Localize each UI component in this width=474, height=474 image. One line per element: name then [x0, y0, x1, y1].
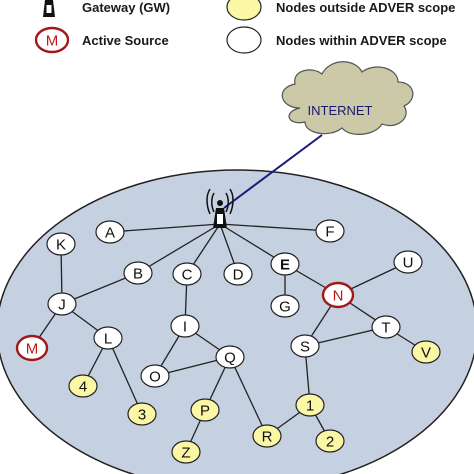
node-1: 1 — [295, 393, 325, 417]
node-g: G — [270, 294, 300, 318]
gateway-antenna-icon — [206, 188, 234, 228]
node-z: Z — [171, 440, 201, 464]
svg-text:C: C — [182, 267, 193, 284]
svg-text:B: B — [133, 266, 143, 283]
svg-text:N: N — [333, 288, 344, 305]
node-q: Q — [215, 345, 245, 369]
svg-text:A: A — [105, 225, 115, 242]
svg-text:K: K — [56, 237, 66, 254]
node-k: K — [46, 232, 76, 256]
edge-l-3 — [107, 337, 143, 415]
svg-text:3: 3 — [138, 407, 146, 424]
legend-outside-scope-swatch — [226, 0, 262, 21]
node-n-active-source: N — [321, 281, 355, 309]
svg-text:F: F — [325, 224, 334, 241]
node-2: 2 — [315, 429, 345, 453]
node-j: J — [47, 292, 77, 316]
svg-text:R: R — [262, 429, 273, 446]
node-o: O — [140, 364, 170, 388]
svg-text:M: M — [46, 33, 59, 50]
legend-gateway-label: Gateway (GW) — [82, 0, 170, 15]
node-c: C — [172, 262, 202, 286]
legend-active-source-label: Active Source — [82, 33, 169, 48]
svg-text:P: P — [200, 403, 210, 420]
legend-outside-scope-label: Nodes outside ADVER scope — [276, 0, 455, 15]
edge-q-r — [229, 356, 268, 437]
node-s: S — [290, 334, 320, 358]
node-i: I — [170, 314, 200, 338]
node-l: L — [93, 326, 123, 350]
svg-text:4: 4 — [79, 379, 87, 396]
edge-gw-b — [137, 223, 221, 274]
node-t: T — [371, 315, 401, 339]
gateway-internet-link — [223, 134, 323, 209]
legend-gateway-icon — [43, 0, 55, 17]
svg-text:Q: Q — [224, 350, 236, 367]
legend-within-scope-swatch — [226, 26, 262, 54]
node-p: P — [190, 398, 220, 422]
svg-text:S: S — [300, 339, 310, 356]
edge-gw-a — [109, 223, 221, 233]
svg-text:T: T — [381, 320, 390, 337]
node-m-active-source: M — [15, 334, 49, 362]
svg-text:M: M — [26, 341, 39, 358]
svg-text:Z: Z — [181, 445, 190, 462]
legend-within-scope-label: Nodes within ADVER scope — [276, 33, 447, 48]
node-v: V — [411, 340, 441, 364]
svg-text:O: O — [149, 369, 161, 386]
node-a: A — [95, 220, 125, 244]
network-area — [0, 169, 474, 474]
node-e: E — [270, 252, 300, 276]
edge-gw-f — [219, 223, 331, 232]
node-3: 3 — [127, 402, 157, 426]
node-r: R — [252, 424, 282, 448]
node-d: D — [223, 262, 253, 286]
svg-text:V: V — [421, 345, 431, 362]
legend: Gateway (GW) M Active Source Nodes outsi… — [34, 0, 455, 54]
internet-label: INTERNET — [308, 103, 373, 118]
svg-text:I: I — [183, 319, 187, 336]
svg-text:2: 2 — [326, 434, 334, 451]
svg-text:E: E — [280, 257, 290, 274]
svg-text:G: G — [279, 299, 291, 316]
svg-text:L: L — [104, 331, 112, 348]
svg-text:1: 1 — [306, 398, 314, 415]
node-u: U — [393, 250, 423, 274]
node-f: F — [315, 219, 345, 243]
svg-text:D: D — [233, 267, 244, 284]
node-b: B — [123, 261, 153, 285]
internet-cloud: INTERNET — [281, 61, 414, 135]
svg-text:U: U — [403, 255, 414, 272]
legend-active-source-icon: M — [34, 26, 70, 54]
svg-text:J: J — [58, 297, 66, 314]
node-4: 4 — [68, 374, 98, 398]
